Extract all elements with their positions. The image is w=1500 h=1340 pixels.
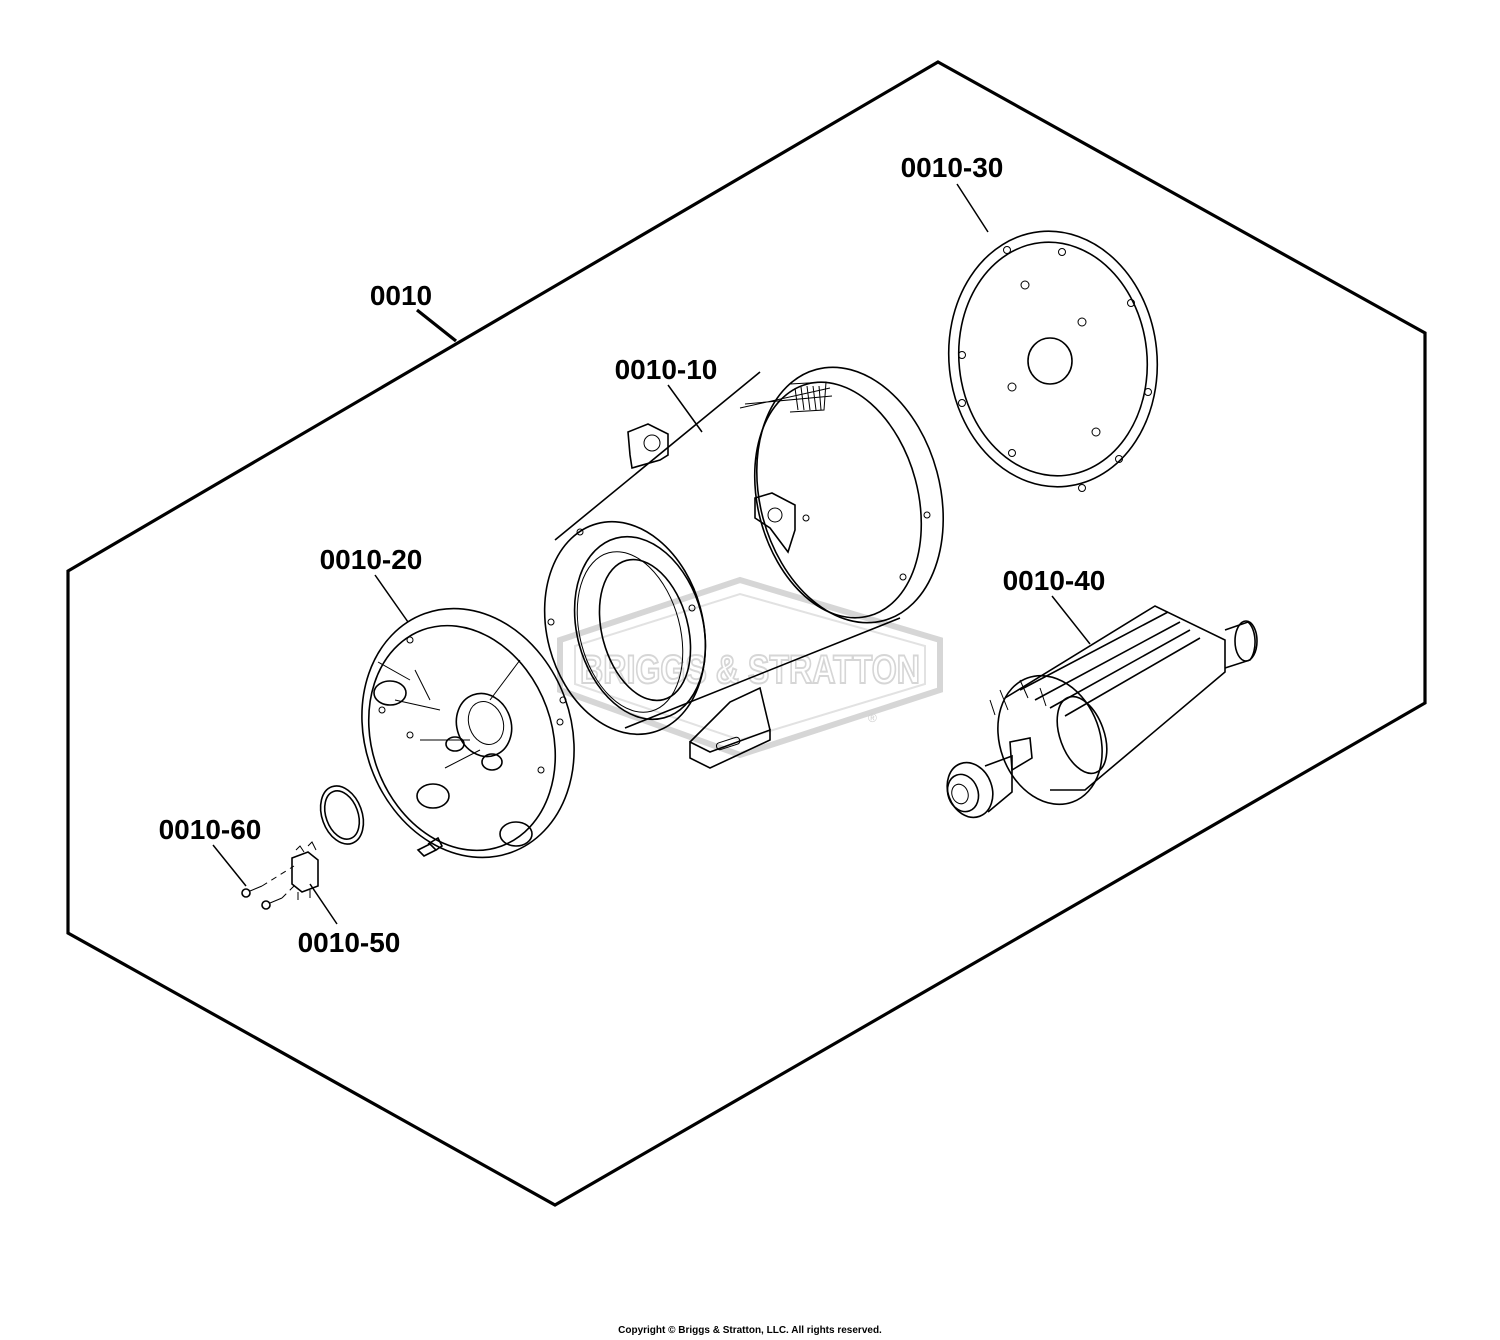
watermark-brand: BRIGGS & STRATTON — [580, 648, 920, 692]
callout-screws[interactable]: 0010-60 — [159, 814, 262, 845]
cap-screw-part[interactable] — [416, 836, 444, 857]
watermark-logo: BRIGGS & STRATTON ® — [557, 576, 943, 759]
rotor-part[interactable] — [940, 605, 1258, 824]
stator-housing-part[interactable] — [522, 346, 971, 769]
copyright-notice: Copyright © Briggs & Stratton, LLC. All … — [618, 1325, 882, 1336]
callout-front-end-bell[interactable]: 0010-20 — [320, 544, 423, 575]
leader-housing — [667, 384, 703, 433]
o-ring-part[interactable] — [313, 780, 371, 850]
leader-rear-plate — [956, 183, 989, 233]
callout-labels: 0010 0010-10 0010-30 0010-20 0010-40 001… — [159, 152, 1106, 958]
callout-rotor[interactable]: 0010-40 — [1003, 565, 1106, 596]
kit-boundary — [66, 60, 1427, 1207]
callout-connector[interactable]: 0010-50 — [298, 927, 401, 958]
callout-assembly[interactable]: 0010 — [370, 280, 432, 311]
leader-rotor — [1051, 595, 1091, 645]
watermark-registered-mark: ® — [868, 711, 877, 725]
leader-lines — [212, 183, 1091, 925]
callout-housing[interactable]: 0010-10 — [615, 354, 718, 385]
connector-part[interactable] — [291, 841, 319, 900]
screws-part[interactable] — [241, 865, 297, 910]
leader-screws — [212, 844, 247, 887]
leader-front-end-bell — [374, 574, 409, 623]
rear-plate-part[interactable] — [936, 221, 1170, 497]
front-end-bell-part[interactable] — [328, 578, 608, 887]
leader-connector — [309, 883, 338, 925]
callout-rear-plate[interactable]: 0010-30 — [901, 152, 1004, 183]
leader-assembly — [416, 308, 457, 343]
